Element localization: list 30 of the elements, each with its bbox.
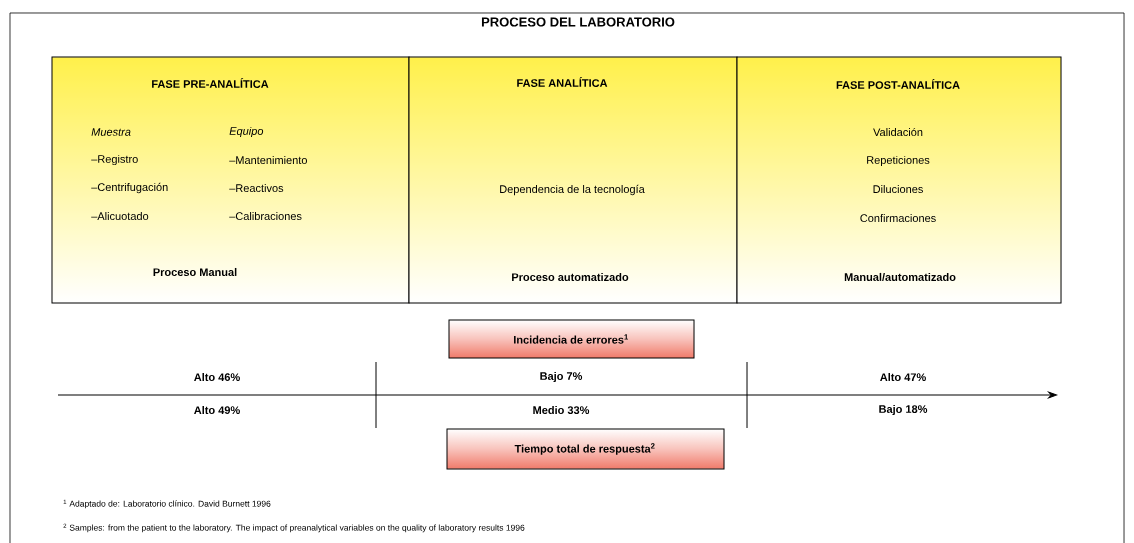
phase-heading: FASE ANALÍTICA	[517, 77, 608, 87]
process-type: Manual/automatizado	[844, 272, 956, 282]
list-item: –Calibraciones	[229, 211, 302, 221]
list-item: Repeticiones	[867, 155, 930, 167]
group-heading: Muestra	[91, 128, 131, 136]
list-item: –Centrifugación	[91, 182, 168, 194]
list-item: –Registro	[91, 154, 138, 166]
phase-note: Dependencia de la tecnología	[500, 184, 645, 196]
phase-heading: FASE POST-ANALÍTICA	[836, 79, 960, 89]
list-item: Diluciones	[873, 184, 923, 194]
group-heading: Equipo	[229, 126, 264, 138]
value-label: Alto 47%	[880, 372, 926, 382]
list-item: Validación	[873, 127, 923, 137]
value-label: Alto 46%	[194, 372, 240, 382]
value-label: Bajo 18%	[879, 404, 928, 416]
value-label: Bajo 7%	[540, 371, 583, 383]
process-type: Proceso Manual	[153, 267, 237, 277]
value-label: Alto 49%	[194, 405, 240, 415]
footnote: $^{2}$ Samples: from the patient to the laboratory. The impact of preanalytical variables on the quality of laboratory results 1996	[63, 523, 525, 533]
list-item: –Alicuotado	[91, 211, 149, 221]
phase-heading: FASE PRE-ANALÍTICA	[152, 78, 269, 88]
list-item: –Reactivos	[229, 183, 284, 193]
process-type: Proceso automatizado	[512, 272, 629, 282]
box-label: Incidencia de errores$^{1}$	[514, 334, 628, 344]
list-item: –Mantenimiento	[229, 155, 307, 165]
diagram-title: PROCESO DEL LABORATORIO	[481, 17, 675, 27]
box-label: Tiempo total de respuesta$^{2}$	[514, 443, 655, 455]
footnote: $^{1}$ Adaptado de: Laboratorio clínico. David Burnett 1996	[63, 499, 271, 509]
list-item: Confirmaciones	[860, 213, 936, 223]
value-label: Medio 33%	[533, 405, 590, 415]
